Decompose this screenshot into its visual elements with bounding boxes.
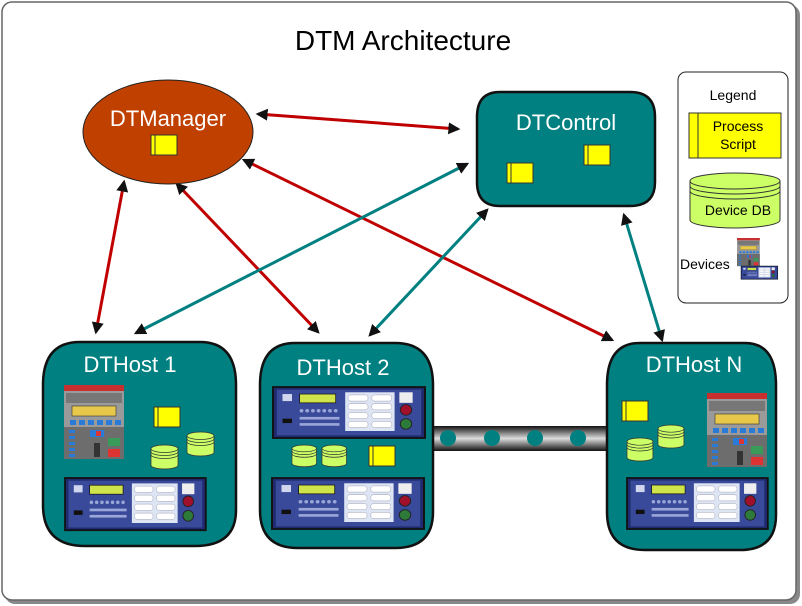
svg-text:Device DB: Device DB bbox=[705, 202, 771, 218]
relay-panel-icon bbox=[626, 477, 769, 530]
legend: Legend Process Script Device DB Devices bbox=[677, 71, 789, 304]
process-script-icon bbox=[621, 400, 649, 422]
process-script-icon bbox=[153, 406, 181, 428]
process-script-icon bbox=[368, 445, 396, 467]
diagram-title: DTM Architecture bbox=[295, 25, 511, 56]
dthost-1-label: DTHost 1 bbox=[84, 352, 177, 377]
dtmanager-label: DTManager bbox=[110, 106, 226, 131]
dtmanager-node[interactable]: DTManager bbox=[82, 79, 254, 185]
svg-text:Script: Script bbox=[720, 136, 756, 152]
device-db-icon bbox=[291, 444, 317, 468]
legend-device-db: Device DB bbox=[689, 172, 781, 229]
relay-device-icon bbox=[706, 392, 768, 468]
dthost-n-node[interactable]: DTHost N bbox=[605, 341, 778, 552]
svg-text:Devices: Devices bbox=[680, 256, 730, 272]
dtcontrol-node[interactable]: DTControl bbox=[475, 90, 657, 208]
device-db-icon bbox=[186, 431, 215, 457]
dthost-2-label: DTHost 2 bbox=[297, 355, 390, 380]
relay-panel-icon bbox=[64, 477, 207, 532]
device-db-icon bbox=[321, 444, 347, 468]
link-manager-host1 bbox=[91, 179, 129, 335]
dthost-n-label: DTHost N bbox=[646, 352, 743, 377]
device-db-icon bbox=[150, 444, 179, 470]
svg-text:Process: Process bbox=[713, 118, 764, 134]
relay-panel-icon bbox=[272, 386, 426, 439]
relay-device-icon bbox=[736, 237, 760, 267]
dtcontrol-label: DTControl bbox=[516, 110, 616, 135]
link-control-host1 bbox=[133, 162, 470, 335]
network-bus bbox=[432, 426, 609, 451]
device-db-icon bbox=[657, 424, 685, 449]
link-manager-control bbox=[255, 108, 461, 135]
relay-panel-icon bbox=[740, 265, 779, 280]
process-script-icon bbox=[506, 162, 534, 184]
dthost-1-node[interactable]: DTHost 1 bbox=[41, 340, 238, 548]
dthost-2-node[interactable]: DTHost 2 bbox=[258, 341, 435, 550]
relay-device-icon bbox=[63, 384, 125, 460]
link-control-host2 bbox=[368, 208, 489, 337]
process-script-icon bbox=[150, 134, 178, 156]
legend-devices: Devices bbox=[680, 237, 779, 280]
relay-panel-icon bbox=[271, 477, 425, 530]
device-db-icon bbox=[626, 437, 654, 462]
legend-title: Legend bbox=[710, 87, 757, 103]
process-script-icon bbox=[583, 144, 611, 166]
legend-process-script: Process Script bbox=[688, 112, 782, 159]
link-control-hostN bbox=[621, 212, 665, 343]
